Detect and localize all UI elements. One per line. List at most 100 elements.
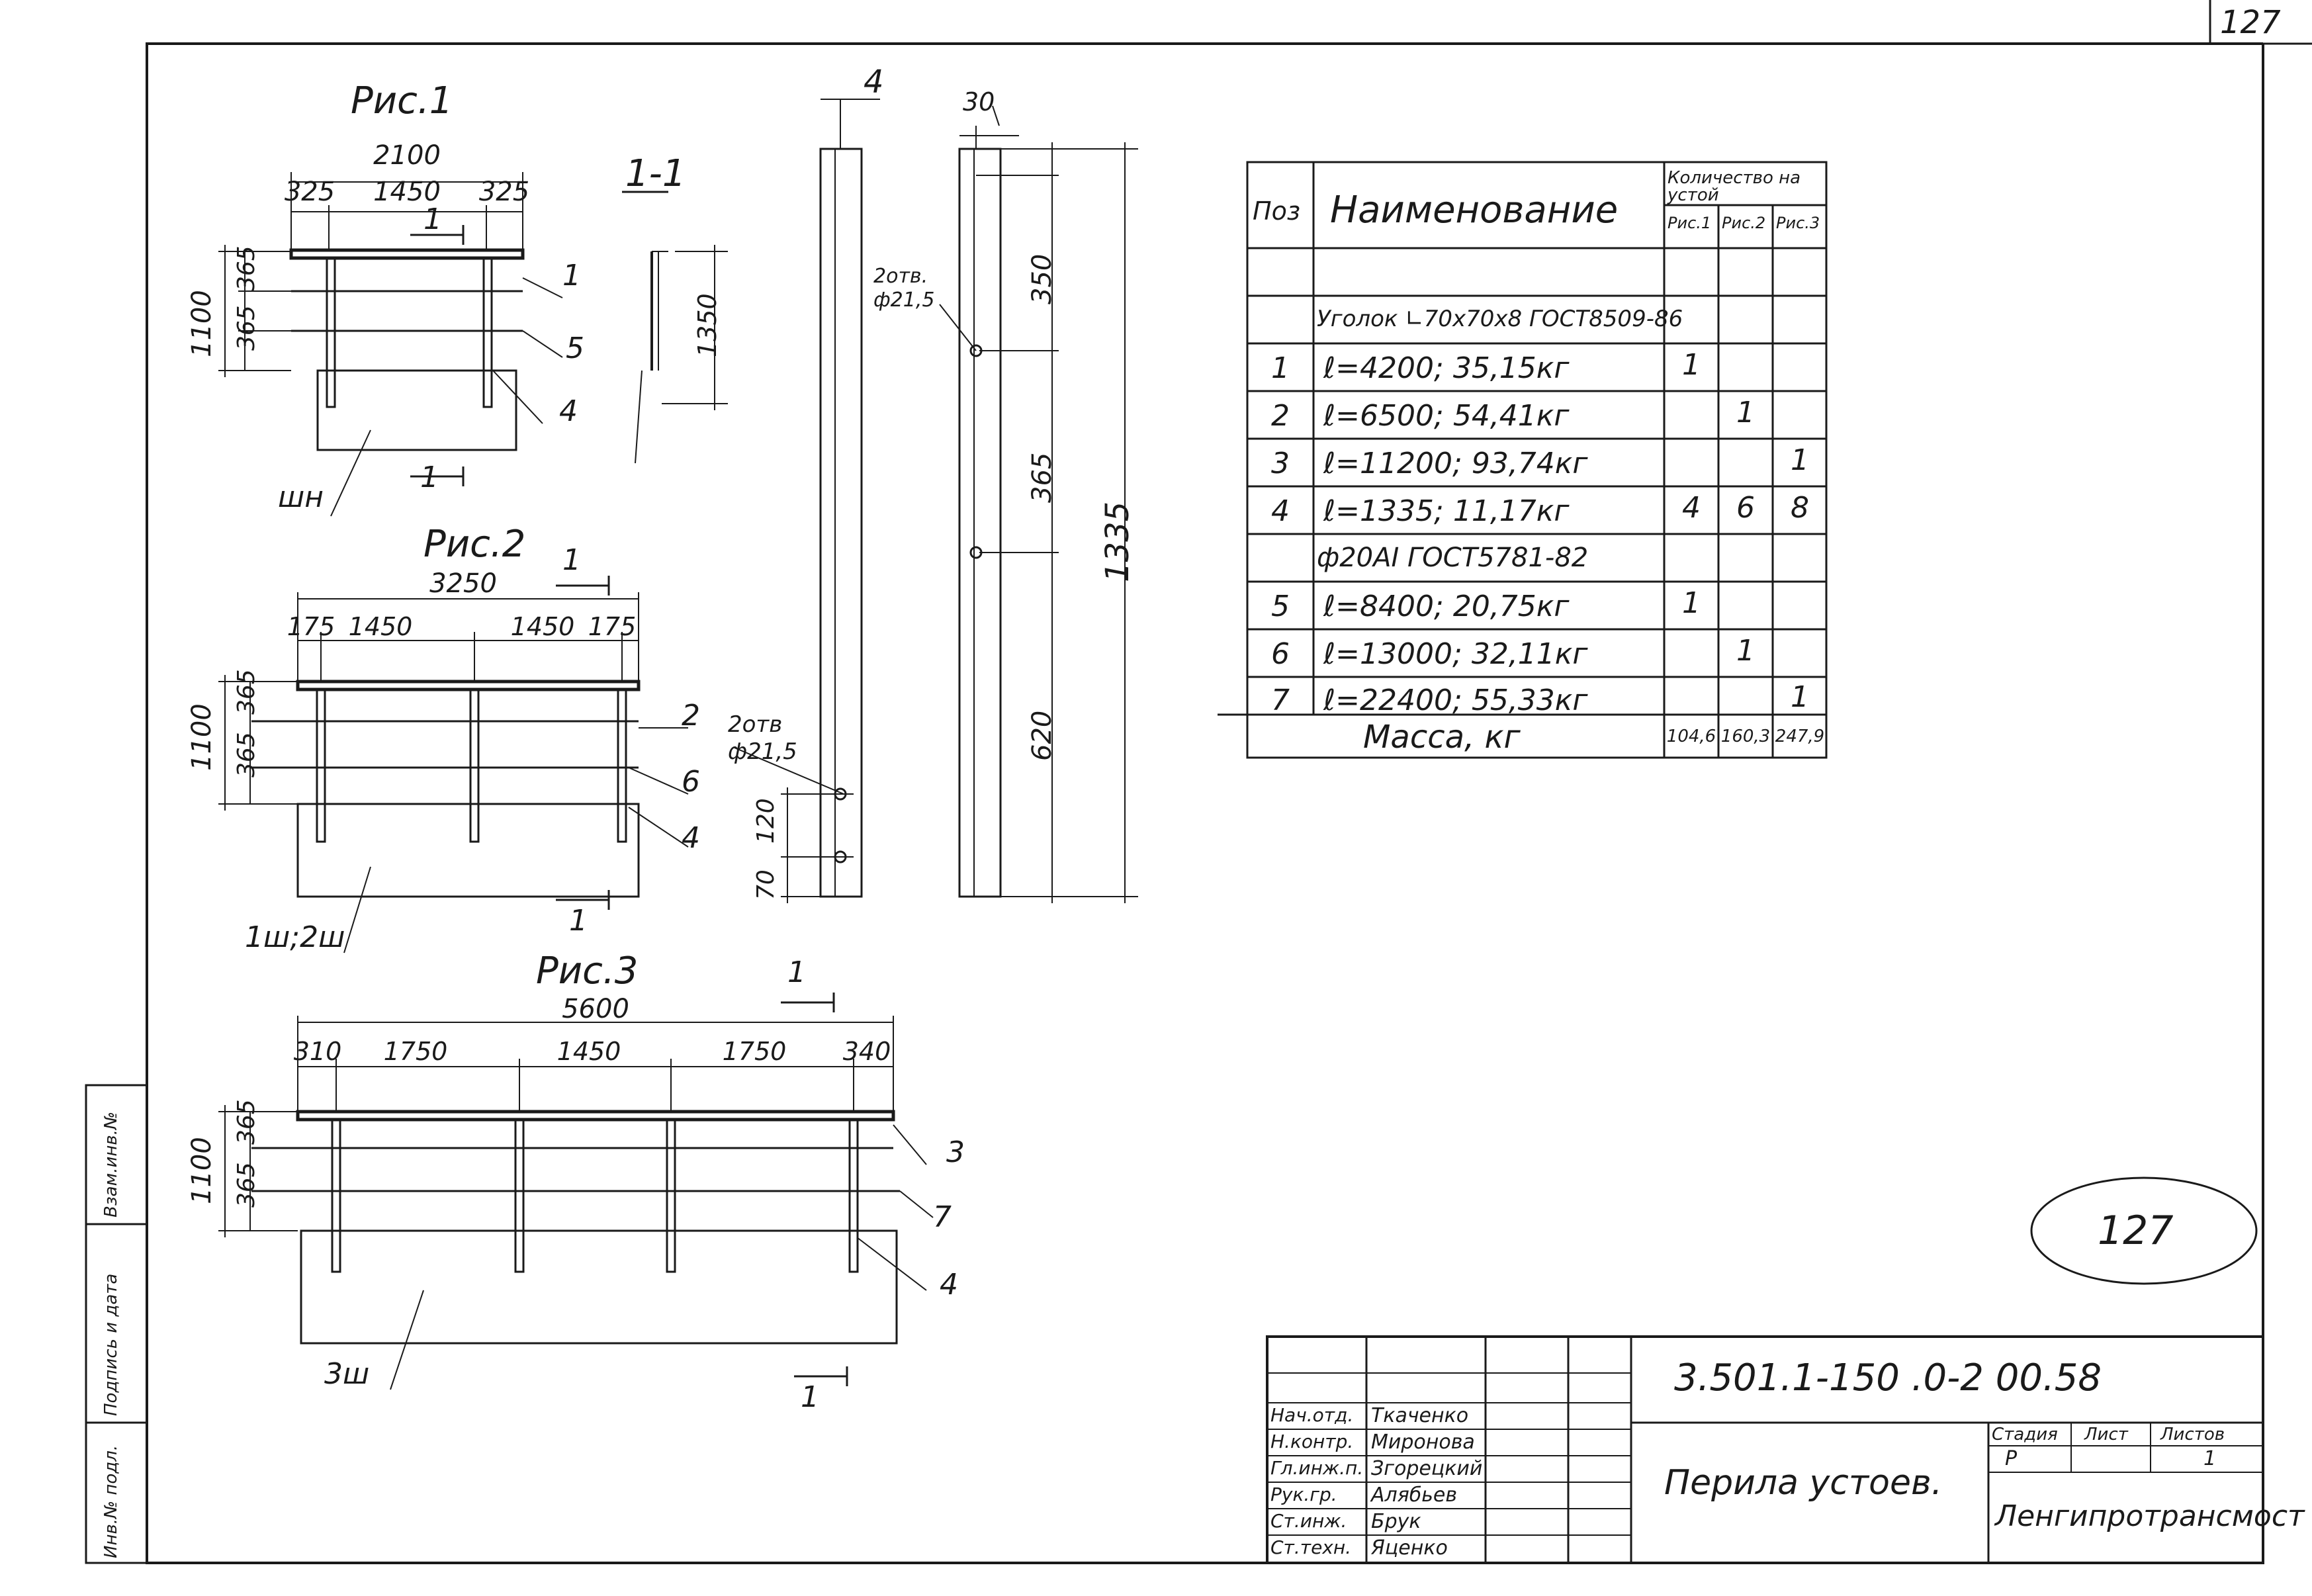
spec-row-pos: 6 xyxy=(1271,637,1290,671)
fig1-base-label: шн xyxy=(278,480,324,514)
section-1-1-title: 1-1 xyxy=(625,152,686,195)
fig2-section-mark-top: 1 xyxy=(562,543,581,577)
spec-row-qty: 1 xyxy=(1791,443,1809,477)
spec-header-fig2: Рис.2 xyxy=(1722,214,1766,232)
stamp-name: Згорецкий xyxy=(1371,1457,1483,1480)
spec-row-name: ф20АI ГОСТ5781-82 xyxy=(1317,543,1589,573)
spec-row-pos: 3 xyxy=(1271,447,1290,480)
spec-row-name: ℓ=22400; 55,33кг xyxy=(1323,684,1588,717)
post-holes-lower: 2отв ф21,5 xyxy=(728,711,797,765)
spec-row-qty: 4 xyxy=(1682,491,1701,525)
stamp-name: Брук xyxy=(1371,1510,1421,1533)
spec-mass-fig3: 247,9 xyxy=(1775,727,1825,746)
fig1-leader-1: 1 xyxy=(562,259,581,292)
spec-row-pos: 5 xyxy=(1271,590,1290,623)
spec-row-pos: 1 xyxy=(1271,351,1290,385)
spec-row-name: Уголок ∟70х70х8 ГОСТ8509-86 xyxy=(1317,306,1683,332)
fig3-title: Рис.3 xyxy=(536,950,639,993)
post-holes-upper: 2отв. ф21,5 xyxy=(873,265,935,312)
spec-row-pos: 7 xyxy=(1271,684,1290,717)
spec-table-grid xyxy=(1218,161,1828,759)
spec-row-pos: 2 xyxy=(1271,399,1290,433)
spec-row-name: ℓ=8400; 20,75кг xyxy=(1323,590,1570,623)
spec-mass-fig1: 104,6 xyxy=(1666,727,1716,746)
fig2-dim-3: 1450 xyxy=(510,612,575,641)
sheet-stamp-number: 127 xyxy=(2098,1208,2174,1254)
spec-row-name: ℓ=6500; 54,41кг xyxy=(1323,399,1570,433)
stamp-stage-header: Стадия xyxy=(1992,1425,2058,1444)
spec-row-pos: 4 xyxy=(1271,494,1290,528)
post-dim-365: 365 xyxy=(1027,452,1057,503)
fig1-section-mark-bottom: 1 xyxy=(420,461,439,494)
fig2-overall-dim: 3250 xyxy=(429,568,497,599)
stamp-role: Ст.инж. xyxy=(1270,1510,1347,1532)
spec-row-qty: 1 xyxy=(1682,348,1701,382)
side-inv-label: Инв.№ подл. xyxy=(101,1444,121,1558)
stamp-role: Н.контр. xyxy=(1270,1431,1354,1452)
section-1-1-drawing xyxy=(622,191,728,464)
spec-header-fig1: Рис.1 xyxy=(1667,214,1712,232)
fig2-title: Рис.2 xyxy=(423,523,526,566)
post-pos-label: 4 xyxy=(864,64,884,101)
spec-row-name: ℓ=4200; 35,15кг xyxy=(1323,351,1570,385)
spec-row-qty: 1 xyxy=(1736,396,1755,429)
stamp-sheets-header: Листов xyxy=(2160,1425,2225,1444)
fig2-height: 1100 xyxy=(187,703,217,771)
spec-header-pos: Поз xyxy=(1253,197,1301,226)
fig1-title: Рис.1 xyxy=(351,79,453,122)
title-block-grid xyxy=(1266,1335,2264,1564)
fig1-dim-3: 325 xyxy=(478,177,530,207)
fig3-base-label: 3ш xyxy=(324,1357,370,1391)
post-dim-70: 70 xyxy=(752,869,779,900)
fig3-dim-1: 310 xyxy=(293,1037,342,1066)
fig1-section-mark-top: 1 xyxy=(423,202,442,236)
fig2-drawing xyxy=(218,576,689,953)
fig1-v-seg-2: 365 xyxy=(233,305,260,351)
fig3-leader-7: 7 xyxy=(933,1200,952,1234)
fig1-leader-5: 5 xyxy=(566,332,584,365)
fig2-base-label: 1ш;2ш xyxy=(245,920,345,954)
fig3-leader-4: 4 xyxy=(940,1268,958,1302)
post-dim-350: 350 xyxy=(1027,253,1057,304)
fig1-overall-dim: 2100 xyxy=(373,140,441,171)
stamp-name: Миронова xyxy=(1371,1431,1475,1454)
spec-row-qty: 6 xyxy=(1736,491,1755,525)
stamp-sheet-header: Лист xyxy=(2084,1425,2128,1444)
fig3-height: 1100 xyxy=(187,1137,217,1204)
spec-row-qty: 1 xyxy=(1736,634,1755,668)
fig3-section-mark-top: 1 xyxy=(787,955,806,989)
stamp-name: Алябьев xyxy=(1371,1484,1458,1507)
fig1-drawing xyxy=(218,172,563,517)
doc-title: Перила устоев. xyxy=(1664,1463,1943,1503)
fig3-dim-5: 340 xyxy=(842,1037,891,1066)
side-strip xyxy=(85,1084,148,1564)
side-signature-label: Подпись и дата xyxy=(101,1273,121,1416)
fig2-leader-4: 4 xyxy=(682,821,700,855)
fig2-section-mark-bottom: 1 xyxy=(569,904,588,938)
post-dim-120: 120 xyxy=(752,798,779,844)
spec-row-qty: 8 xyxy=(1791,491,1809,525)
post-dim-620: 620 xyxy=(1027,710,1057,761)
fig2-dim-1: 175 xyxy=(287,612,335,641)
fig1-v-seg-1: 365 xyxy=(233,245,260,291)
fig3-leader-3: 3 xyxy=(946,1135,965,1169)
fig2-v-seg-1: 365 xyxy=(233,669,260,715)
spec-row-name: ℓ=13000; 32,11кг xyxy=(1323,637,1588,671)
fig2-v-seg-2: 365 xyxy=(233,732,260,777)
spec-header-qty: Количество на устой xyxy=(1667,168,1801,205)
spec-mass-fig2: 160,3 xyxy=(1720,727,1771,746)
section-1-1-dim: 1350 xyxy=(693,293,722,357)
fig2-dim-4: 175 xyxy=(588,612,637,641)
stamp-role: Гл.инж.п. xyxy=(1270,1457,1364,1479)
fig1-dim-2: 1450 xyxy=(373,177,441,207)
fig3-v-seg-1: 365 xyxy=(233,1099,260,1145)
spec-row-qty: 1 xyxy=(1791,680,1809,714)
stamp-name: Ткаченко xyxy=(1371,1404,1469,1427)
fig2-dim-2: 1450 xyxy=(348,612,413,641)
fig3-dim-3: 1450 xyxy=(556,1037,621,1066)
fig3-drawing xyxy=(218,993,934,1390)
fig3-overall-dim: 5600 xyxy=(562,994,629,1024)
fig3-dim-4: 1750 xyxy=(722,1037,787,1066)
fig2-leader-6: 6 xyxy=(682,765,700,799)
stamp-role: Рук.гр. xyxy=(1270,1484,1337,1505)
